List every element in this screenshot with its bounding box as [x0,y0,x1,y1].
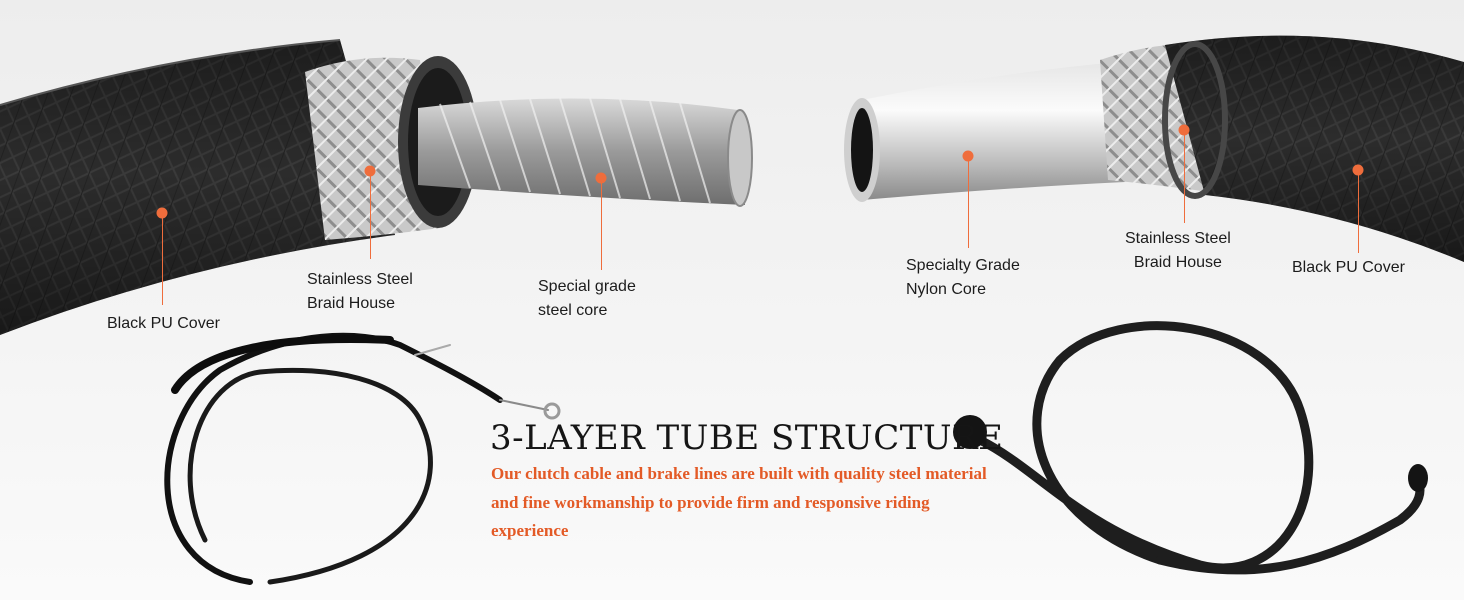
steel-core-wires [418,97,753,207]
callout-nylon-core: Specialty Grade Nylon Core [906,257,1020,298]
feature-description: Our clutch cable and brake lines are bui… [491,464,987,540]
callout-line-cover-left [162,213,163,305]
callout-line-stainless-right [1184,130,1185,223]
clutch-cable-product [164,332,561,585]
nylon-core-tube [844,62,1125,202]
callout-stainless-braid-right: Stainless Steel Braid House [1125,230,1231,271]
callout-line-stainless-left [370,171,371,259]
feature-title: 3-LAYER TUBE STRUCTURE [490,418,1004,458]
callout-line-nylon-core [968,156,969,248]
brake-line-product [953,321,1428,575]
left-hose-cover [0,39,395,335]
callout-line-steel-core [601,178,602,270]
right-hose-cover [1162,35,1464,262]
callout-black-pu-cover-left: Black PU Cover [107,315,220,332]
callout-line-cover-right [1358,170,1359,253]
callout-black-pu-cover-right: Black PU Cover [1292,259,1405,276]
callout-stainless-braid-left: Stainless Steel Braid House [307,271,413,312]
callout-steel-core: Special grade steel core [538,278,636,319]
